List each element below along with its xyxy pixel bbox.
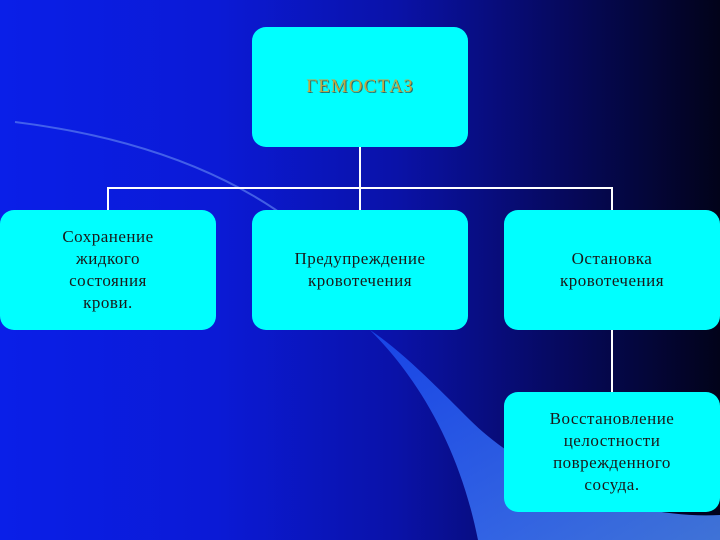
node-stop-bleeding: Остановка кровотечения [504,210,720,330]
node-restore-vessel-integrity: Восстановление целостности поврежденного… [504,392,720,512]
connector-left-drop [107,187,109,210]
connector-lower [611,330,613,392]
connector-right-drop [611,187,613,210]
connector-middle-drop [359,187,361,210]
node-preserve-blood-liquid: Сохранение жидкого состояния крови. [0,210,216,330]
connector-root-vertical [359,147,361,189]
root-node: ГЕМОСТАЗ [252,27,468,147]
node-prevent-bleeding: Предупреждение кровотечения [252,210,468,330]
